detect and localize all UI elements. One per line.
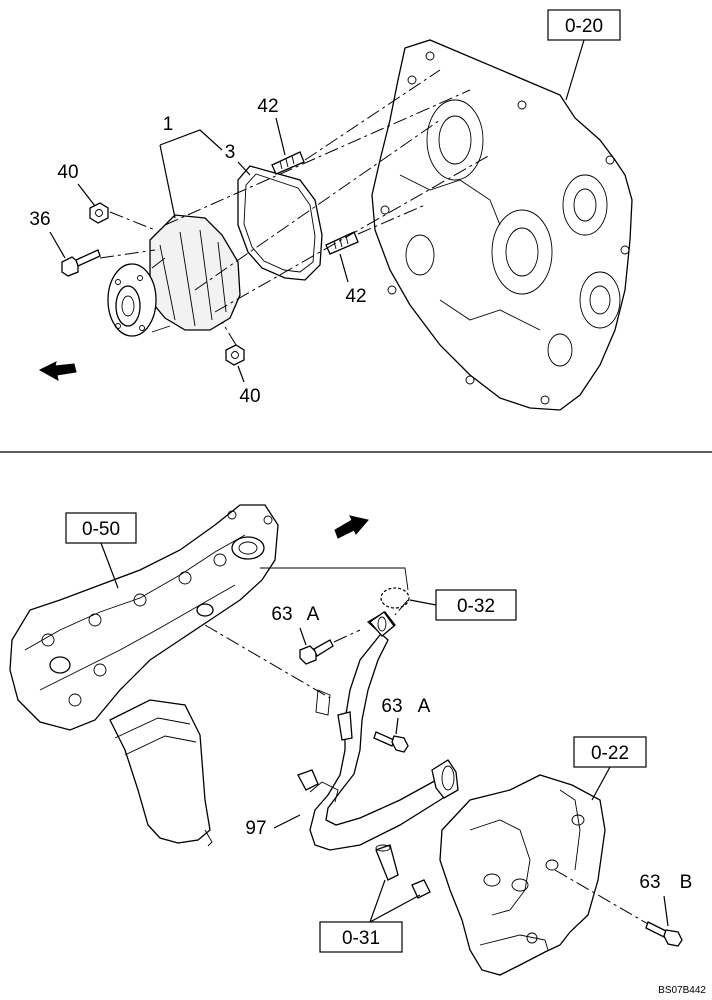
oil-filter xyxy=(109,699,213,847)
coolant-pipe xyxy=(297,611,459,851)
ref-0-32-text: 0-32 xyxy=(457,596,495,617)
label-63-b: 63 xyxy=(639,872,660,893)
ref-0-50-text: 0-50 xyxy=(82,519,120,540)
label-97: 97 xyxy=(245,818,266,839)
front-direction-arrow xyxy=(38,361,77,381)
bolt-63a-lower xyxy=(373,731,409,753)
ref-box-0-50: 0-50 xyxy=(65,512,137,589)
bolt-36 xyxy=(61,249,101,277)
ref-box-0-31: 0-31 xyxy=(319,879,421,953)
ref-box-0-20: 0-20 xyxy=(547,9,621,101)
label-b: B xyxy=(680,872,693,893)
ref-box-0-22: 0-22 xyxy=(573,736,647,801)
intake-manifold-assembly xyxy=(9,504,279,731)
mounting-bracket xyxy=(439,774,606,976)
label-42-lower: 42 xyxy=(345,286,366,307)
label-63-lower: 63 xyxy=(381,696,402,717)
label-a-upper: A xyxy=(307,604,320,625)
nut-40-lower xyxy=(225,344,245,366)
bolt-63b xyxy=(645,921,683,947)
label-a-lower: A xyxy=(418,696,431,717)
pump-gasket xyxy=(237,165,323,281)
water-pump xyxy=(107,214,241,337)
label-40-upper: 40 xyxy=(57,162,78,183)
label-36: 36 xyxy=(29,209,50,230)
timing-gear-case xyxy=(371,39,633,411)
ref-box-0-32: 0-32 xyxy=(409,589,517,621)
stud-42-lower xyxy=(325,231,359,255)
bolt-63a-upper xyxy=(299,639,334,665)
label-3: 3 xyxy=(225,142,236,163)
ref-0-31-text: 0-31 xyxy=(342,928,380,949)
nut-40-upper xyxy=(89,202,109,224)
o-ring xyxy=(380,587,410,609)
drawing-code: BS07B442 xyxy=(658,985,706,996)
label-63-upper: 63 xyxy=(271,604,292,625)
ref-0-22-text: 0-22 xyxy=(591,743,629,764)
stud-42-upper xyxy=(271,151,305,175)
ref-0-20-text: 0-20 xyxy=(565,16,603,37)
pipe-fittings xyxy=(375,844,431,899)
label-1: 1 xyxy=(163,114,174,135)
label-40-lower: 40 xyxy=(239,386,260,407)
rear-direction-arrow xyxy=(334,515,369,539)
label-42-upper: 42 xyxy=(257,96,278,117)
